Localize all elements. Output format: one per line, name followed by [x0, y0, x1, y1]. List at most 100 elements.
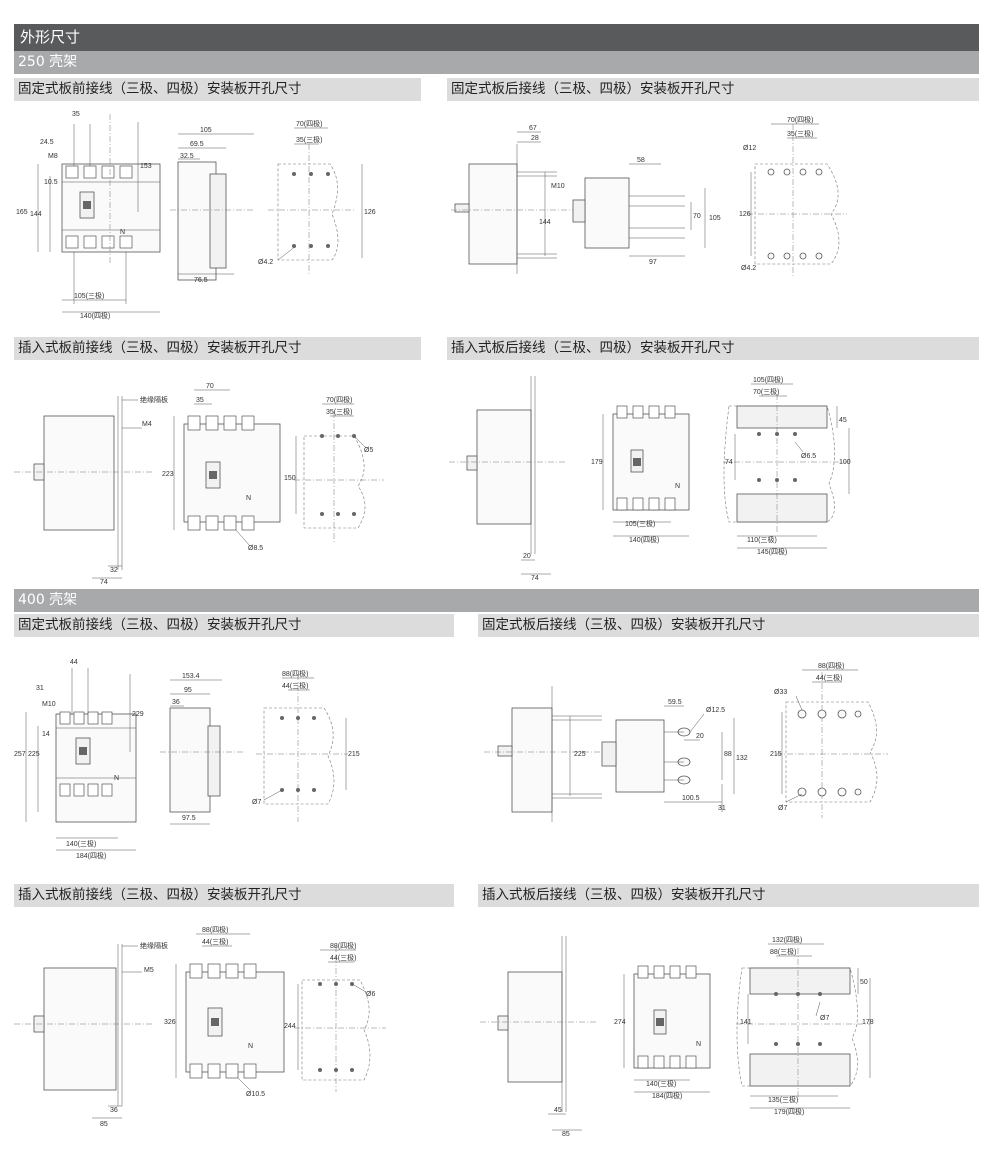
p7-dim-7: N — [248, 1043, 253, 1050]
p2-dim-12: Ø4.2 — [741, 265, 756, 272]
p2-dim-8: 70(四极) — [787, 115, 813, 124]
p8-dim-6: 132(四极) — [772, 935, 802, 944]
panel-title-6: 固定式板后接线（三极、四极）安装板开孔尺寸 — [478, 614, 979, 637]
p3-dim-8: Ø8.5 — [248, 545, 263, 552]
p5-dim-9: 184(四极) — [76, 851, 106, 860]
p1-dim-17: Ø4.2 — [258, 259, 273, 266]
drawing-p4: 20 74 179 N 105(三极) 140(四极) 105(四极) 70(三… — [449, 375, 851, 582]
p6-dim-5: 132 — [736, 755, 748, 762]
p3-dim-11: Ø5 — [364, 447, 373, 454]
p1-dim-7: N — [120, 229, 125, 236]
p6-dim-0: 59.5 — [668, 699, 682, 706]
p4-dim-8: 45 — [839, 417, 847, 424]
p1-dim-15: 35(三极) — [296, 135, 322, 144]
frame-400-header: 400 壳架 — [14, 589, 979, 612]
panel-title-2: 固定式板后接线（三极、四极）安装板开孔尺寸 — [447, 78, 979, 101]
p4-dim-12: 110(三极) — [747, 535, 777, 544]
p5-dim-8: 140(三极) — [66, 839, 96, 848]
p8-dim-0: 45 — [554, 1107, 562, 1114]
p1-dim-4: 165 — [16, 209, 28, 216]
p3-dim-5: 35 — [196, 397, 204, 404]
p3-dim-4: 70 — [206, 383, 214, 390]
p5-dim-6: 229 — [132, 711, 144, 718]
p2-dim-6: 105 — [709, 215, 721, 222]
p6-dim-7: 31 — [718, 805, 726, 812]
p1-dim-11: 69.5 — [190, 141, 204, 148]
p3-dim-12: 150 — [284, 475, 296, 482]
p4-dim-11: Ø6.5 — [801, 453, 816, 460]
p5-dim-10: 153.4 — [182, 673, 200, 680]
p7-dim-8: Ø10.5 — [246, 1091, 265, 1098]
p3-dim-1: M4 — [142, 421, 152, 428]
p6-dim-3: 225 — [574, 751, 586, 758]
p2-dim-10: Ø12 — [743, 145, 756, 152]
p4-dim-0: 20 — [523, 553, 531, 560]
p5-dim-15: 44(三极) — [282, 681, 308, 690]
p3-dim-2: 32 — [110, 567, 118, 574]
p3-dim-9: 70(四极) — [326, 395, 352, 404]
p4-dim-3: N — [675, 483, 680, 490]
p1-dim-0: 35 — [72, 111, 80, 118]
p2-dim-4: 58 — [637, 157, 645, 164]
p8-dim-2: 274 — [614, 1019, 626, 1026]
p4-dim-13: 145(四极) — [757, 547, 787, 556]
drawing-p2: 67 28 M10 144 58 70 105 97 70(四极) 35(三极)… — [451, 115, 847, 278]
drawing-p5: 44 31 M10 14 257 225 229 N 140(三极) 184(四… — [14, 659, 360, 860]
p6-dim-8: 88(四极) — [818, 661, 844, 670]
p4-dim-7: 70(三极) — [753, 387, 779, 396]
p8-dim-3: N — [696, 1041, 701, 1048]
panel-title-3: 插入式板前接线（三极、四极）安装板开孔尺寸 — [14, 337, 421, 360]
p4-dim-6: 105(四极) — [753, 375, 783, 384]
p8-dim-12: 135(三极) — [768, 1095, 798, 1104]
p8-dim-11: Ø7 — [820, 1015, 829, 1022]
drawing-p1: 35 24.5 M8 10.5 165 144 153 N 105(三极) 14… — [16, 111, 376, 320]
p2-dim-0: 67 — [529, 125, 537, 132]
p3-dim-10: 35(三极) — [326, 407, 352, 416]
p3-dim-6: 223 — [162, 471, 174, 478]
p7-dim-3: 85 — [100, 1121, 108, 1128]
p1-dim-8: 105(三极) — [74, 291, 104, 300]
p7-dim-4: 88(四极) — [202, 925, 228, 934]
p6-dim-11: 215 — [770, 751, 782, 758]
p5-dim-14: 88(四极) — [282, 669, 308, 678]
p1-dim-1: 24.5 — [40, 139, 54, 146]
section-title-bar: 外形尺寸 — [14, 24, 979, 51]
p4-dim-10: 100 — [839, 459, 851, 466]
p2-dim-9: 35(三极) — [787, 129, 813, 138]
p5-dim-11: 95 — [184, 687, 192, 694]
p8-dim-7: 88(三极) — [770, 947, 796, 956]
p5-dim-12: 36 — [172, 699, 180, 706]
p4-dim-9: 74 — [725, 459, 733, 466]
drawing-p8: 45 85 274 N 140(三极) 184(四极) 132(四极) 88(三… — [480, 935, 874, 1138]
p5-dim-17: Ø7 — [252, 799, 261, 806]
p6-dim-4: 88 — [724, 751, 732, 758]
section-title: 外形尺寸 — [20, 28, 81, 46]
p1-dim-14: 70(四极) — [296, 119, 322, 128]
p6-dim-10: Ø33 — [774, 689, 787, 696]
p2-dim-3: 144 — [539, 219, 551, 226]
p2-dim-7: 97 — [649, 259, 657, 266]
p4-dim-5: 140(四极) — [629, 535, 659, 544]
p7-dim-5: 44(三极) — [202, 937, 228, 946]
p5-dim-16: 215 — [348, 751, 360, 758]
p6-dim-6: 100.5 — [682, 795, 700, 802]
panel-title-8: 插入式板后接线（三极、四极）安装板开孔尺寸 — [478, 884, 979, 907]
p5-dim-4: 257 — [14, 751, 26, 758]
p7-dim-9: 88(四极) — [330, 941, 356, 950]
p7-dim-0: 绝缘隔板 — [140, 941, 168, 950]
p8-dim-13: 179(四极) — [774, 1107, 804, 1116]
p5-dim-3: 14 — [42, 731, 50, 738]
frame-250-header: 250 壳架 — [14, 51, 979, 74]
p7-dim-2: 36 — [110, 1107, 118, 1114]
panel-title-7: 插入式板前接线（三极、四极）安装板开孔尺寸 — [14, 884, 454, 907]
p5-dim-5: 225 — [28, 751, 40, 758]
p4-dim-2: 179 — [591, 459, 603, 466]
p1-dim-5: 144 — [30, 211, 42, 218]
p1-dim-6: 153 — [140, 163, 152, 170]
p1-dim-16: 126 — [364, 209, 376, 216]
p4-dim-1: 74 — [531, 575, 539, 582]
panel-title-5: 固定式板前接线（三极、四极）安装板开孔尺寸 — [14, 614, 454, 637]
p7-dim-1: M5 — [144, 967, 154, 974]
p6-dim-1: Ø12.5 — [706, 707, 725, 714]
p1-dim-9: 140(四极) — [80, 311, 110, 320]
